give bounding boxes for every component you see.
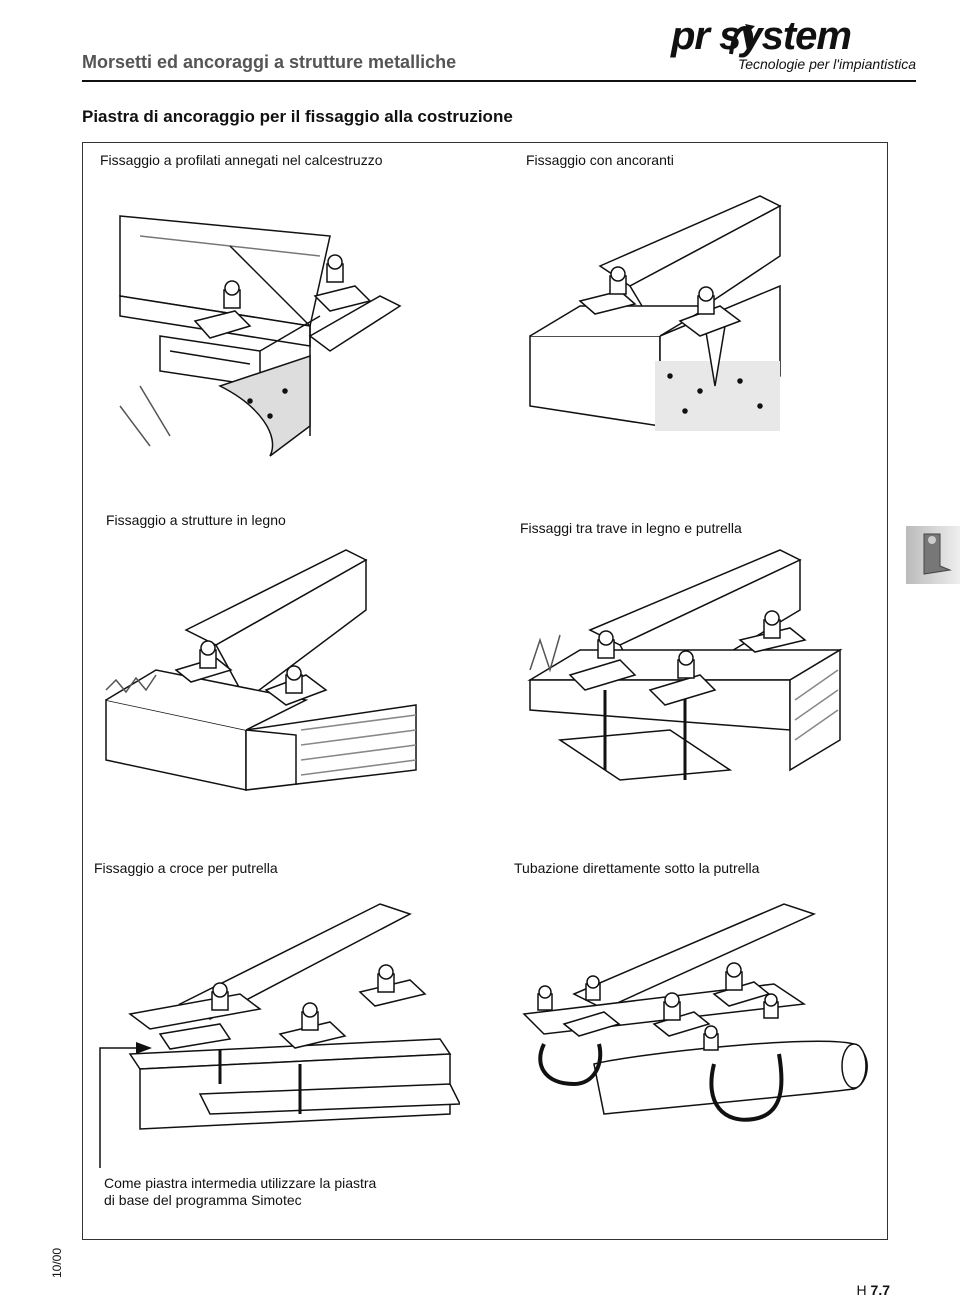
caption-pipe-under-girder: Tubazione direttamente sotto la putrella	[514, 860, 760, 876]
note-pointer-arrow	[99, 1042, 152, 1168]
section-title: Morsetti ed ancoraggi a strutture metall…	[82, 52, 457, 72]
illustration-cross-girder	[128, 903, 460, 1130]
caption-wood-beam-girder: Fissaggi tra trave in legno e putrella	[520, 520, 742, 536]
header-rule	[82, 80, 916, 82]
revision-date: 10/00	[50, 1247, 64, 1278]
brand-logo: pr system Tecnologie per l'impiantistica	[671, 14, 916, 74]
caption-wood-structures: Fissaggio a strutture in legno	[106, 512, 286, 528]
caption-anchors: Fissaggio con ancoranti	[526, 152, 674, 168]
caption-cross-girder: Fissaggio a croce per putrella	[94, 860, 278, 876]
page-number: H 7.7	[857, 1282, 890, 1298]
illustration-concrete-profiles	[119, 215, 402, 457]
logo-subtitle: Tecnologie per l'impiantistica	[737, 56, 916, 72]
page-title: Piastra di ancoraggio per il fissaggio a…	[82, 107, 513, 126]
note-text: Come piastra intermedia utilizzare la pi…	[104, 1175, 376, 1209]
note-line-2: di base del programma Simotec	[104, 1192, 302, 1208]
clamp-product-icon	[923, 533, 952, 575]
logo-swirl-icon	[729, 24, 755, 55]
illustration-wood-beam-girder	[527, 549, 843, 781]
side-tab-product-icon	[906, 526, 960, 584]
illustration-wood-structures	[105, 549, 417, 791]
page-number-value: 7.7	[870, 1282, 890, 1298]
illustrations-frame	[82, 142, 888, 1240]
caption-concrete-profiles: Fissaggio a profilati annegati nel calce…	[100, 152, 383, 168]
illustration-pipe-under-girder	[522, 903, 868, 1122]
illustration-anchors	[529, 195, 782, 431]
logo-text: pr system	[671, 14, 852, 58]
page-number-prefix: H	[856, 1282, 871, 1298]
note-line-1: Come piastra intermedia utilizzare la pi…	[104, 1175, 377, 1191]
